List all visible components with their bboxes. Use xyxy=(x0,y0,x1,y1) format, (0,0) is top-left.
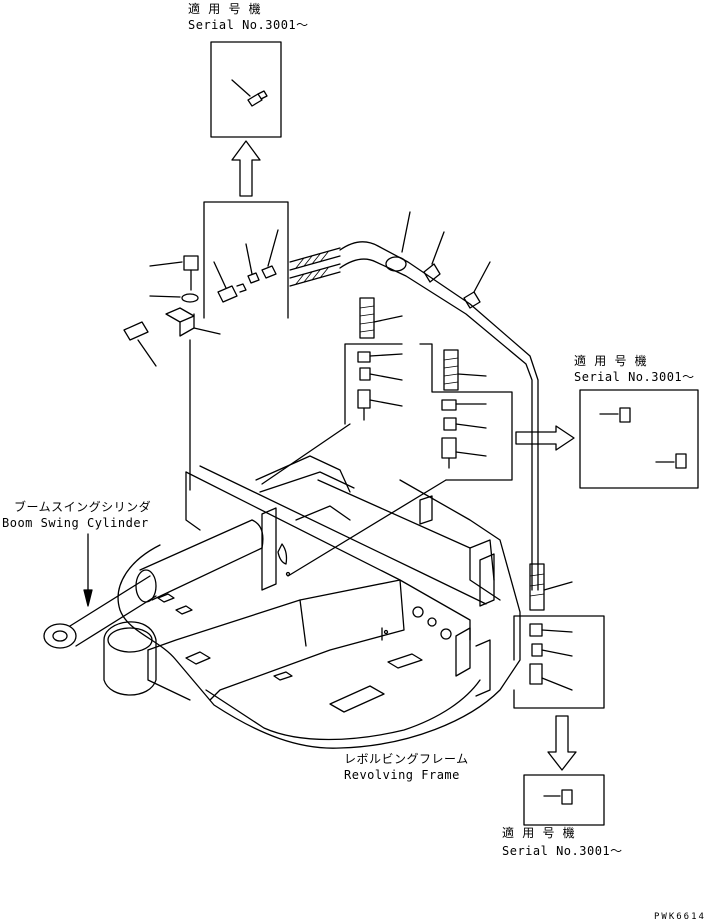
fitting-bracket-group xyxy=(123,201,289,367)
frame-label-jp: レボルビングフレーム xyxy=(344,752,469,766)
serial-box-right-en: Serial No.3001〜 xyxy=(574,370,695,384)
drawing-code: PWK6614 xyxy=(654,912,706,922)
boom-label-en: Boom Swing Cylinder xyxy=(2,516,149,530)
arrow-up-icon xyxy=(231,140,261,197)
boom-swing-cylinder xyxy=(43,519,264,696)
fitting-group-right xyxy=(419,343,513,481)
revolving-frame xyxy=(117,455,521,749)
arrow-down-icon xyxy=(547,715,577,771)
arrow-right-icon xyxy=(515,425,575,451)
serial-box-bottom-jp: 適 用 号 機 xyxy=(502,826,576,840)
boom-label-jp: ブームスイングシリンダ xyxy=(14,500,152,514)
fitting-group-middle xyxy=(344,297,403,425)
detail-box-bottom xyxy=(523,774,605,826)
boom-label-arrow xyxy=(83,533,93,607)
serial-box-top-en: Serial No.3001〜 xyxy=(188,18,309,32)
serial-box-right-jp: 適 用 号 機 xyxy=(574,354,648,368)
fitting-group-lower xyxy=(513,563,605,709)
frame-label-en: Revolving Frame xyxy=(344,768,460,782)
serial-box-top-jp: 適 用 号 機 xyxy=(188,2,262,16)
detail-box-right xyxy=(579,389,699,489)
serial-box-bottom-en: Serial No.3001〜 xyxy=(502,844,623,858)
hose-lines xyxy=(289,211,539,591)
leader-lines xyxy=(189,339,447,641)
grease-fitting-icon xyxy=(231,79,268,107)
detail-box-top xyxy=(210,41,282,138)
